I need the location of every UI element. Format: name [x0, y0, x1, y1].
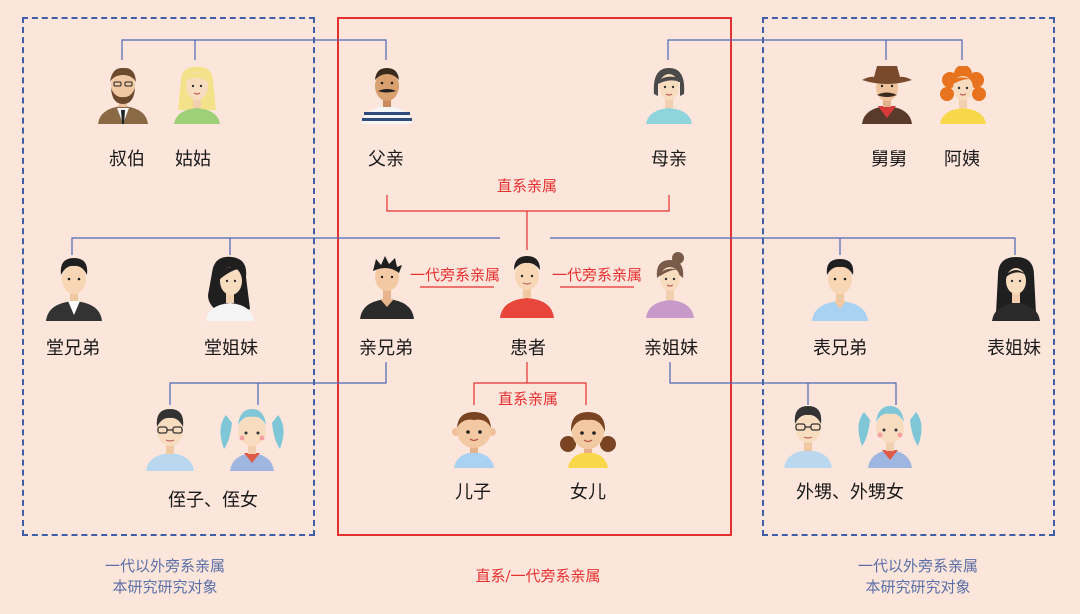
left-footer-line-2: 本研究研究对象 — [112, 578, 218, 596]
curly-hair-woman-avatar-icon — [940, 66, 986, 124]
bob-hair-woman-avatar-icon — [646, 68, 692, 124]
direct-and-first-collateral-box — [337, 17, 732, 536]
aunt-paternal-label: 姑姑 — [175, 149, 211, 170]
son-label: 儿子 — [455, 482, 491, 503]
mother-siblings-line — [667, 39, 963, 60]
nephew-niece-label: 侄子、侄女 — [168, 490, 258, 511]
mother-label: 母亲 — [651, 149, 687, 170]
blonde-woman-avatar-icon — [174, 66, 220, 124]
children-line — [473, 382, 587, 405]
boy-avatar-icon — [452, 412, 496, 468]
brother-label: 亲兄弟 — [359, 338, 413, 359]
children-relation-label: 直系亲属 — [497, 390, 559, 408]
center-footer-line-1: 直系/一代旁系亲属 — [475, 567, 601, 585]
mustache-man-avatar-icon — [362, 68, 412, 124]
glasses-boy-and-pigtail-girl-icon — [784, 406, 922, 468]
right-footer-line-1: 一代以外旁系亲属 — [857, 557, 979, 575]
paternal-cousins-line — [71, 237, 500, 255]
father-siblings-line — [121, 39, 387, 60]
glasses-boy-and-pigtail-girl-icon — [146, 409, 284, 471]
uncle-paternal-label: 叔伯 — [109, 149, 145, 170]
man-shirt-avatar-icon — [812, 259, 868, 321]
center-footer: 直系/一代旁系亲属 — [475, 566, 600, 587]
sister-children-label: 外甥、外甥女 — [796, 482, 904, 503]
sister-label: 亲姐妹 — [644, 338, 698, 359]
girl-avatar-icon — [560, 412, 616, 468]
spiky-hair-man-avatar-icon — [360, 256, 414, 319]
left-footer: 一代以外旁系亲属 本研究研究对象 — [105, 556, 225, 598]
cowboy-hat-man-avatar-icon — [862, 66, 912, 124]
man-suit-avatar-icon — [46, 258, 102, 321]
left-footer-line-1: 一代以外旁系亲属 — [104, 557, 226, 575]
brother-relation-label: 一代旁系亲属 — [409, 266, 501, 284]
aunt-maternal-label: 阿姨 — [944, 149, 980, 170]
sister-relation-label: 一代旁系亲属 — [551, 266, 643, 284]
brother-children-line — [169, 362, 387, 405]
patient-avatar-icon — [500, 256, 554, 318]
parents-relation-label: 直系亲属 — [496, 177, 558, 195]
outer-collateral-right-box — [762, 17, 1055, 536]
patient-label: 患者 — [510, 338, 546, 359]
right-footer-line-2: 本研究研究对象 — [865, 578, 971, 596]
cousin-male-maternal-label: 表兄弟 — [813, 338, 867, 359]
sister-children-line — [669, 362, 897, 405]
man-beard-suit-avatar-icon — [98, 67, 148, 124]
cousin-female-maternal-label: 表姐妹 — [987, 338, 1041, 359]
outer-collateral-left-box — [22, 17, 315, 536]
maternal-cousins-line — [550, 237, 1016, 255]
parents-to-patient-line — [386, 195, 670, 212]
long-black-hair-woman-avatar-icon — [992, 257, 1040, 321]
cousin-female-paternal-label: 堂姐妹 — [204, 338, 258, 359]
father-label: 父亲 — [368, 149, 404, 170]
cousin-male-paternal-label: 堂兄弟 — [46, 338, 100, 359]
right-footer: 一代以外旁系亲属 本研究研究对象 — [858, 556, 978, 598]
long-hair-woman-avatar-icon — [206, 256, 254, 321]
uncle-maternal-label: 舅舅 — [871, 149, 907, 170]
daughter-label: 女儿 — [570, 482, 606, 503]
bun-hair-woman-avatar-icon — [646, 252, 694, 318]
